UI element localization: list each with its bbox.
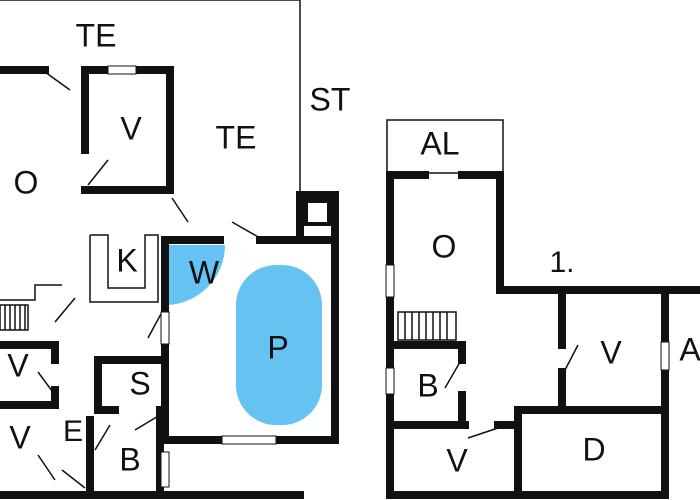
label-storage: ST — [310, 81, 351, 117]
label-floor-marker: 1. — [549, 246, 574, 279]
label-balcony: AL — [420, 125, 459, 161]
label-pool: P — [267, 329, 288, 365]
label-terrace-mid: TE — [216, 119, 257, 155]
label-dressing: D — [582, 431, 605, 467]
label-living-room-main: O — [14, 164, 39, 200]
terrace-outline — [0, 0, 301, 200]
kitchen-counter — [89, 234, 159, 303]
label-edge: A — [679, 331, 700, 367]
label-bedroom-right: V — [600, 334, 622, 370]
wc-water — [165, 245, 225, 305]
label-bedroom-left-bottom: V — [9, 419, 31, 455]
ground-windows — [107, 65, 277, 488]
label-sauna: S — [129, 365, 150, 401]
label-bathroom-upper: B — [417, 367, 438, 403]
label-kitchen: K — [116, 242, 137, 278]
ground-doors — [37, 71, 261, 489]
label-bedroom-left-mid: V — [7, 347, 29, 383]
upper-floor-walls — [386, 171, 700, 499]
ground-floor-walls — [0, 66, 339, 499]
label-wc-top: W — [189, 254, 220, 290]
label-bedroom-top: V — [120, 110, 142, 146]
stairs-upper — [397, 311, 457, 341]
label-entrance: E — [63, 415, 83, 448]
pool-water — [236, 265, 322, 425]
upper-doors — [385, 264, 670, 439]
label-terrace-top: TE — [76, 17, 117, 53]
chimney — [304, 199, 331, 226]
balcony-outline — [386, 119, 504, 174]
stairs-ground — [0, 284, 62, 331]
label-bedroom-upper-bottom: V — [446, 442, 468, 478]
label-living-room-upper: O — [432, 228, 457, 264]
label-bathroom-main: B — [119, 441, 140, 477]
